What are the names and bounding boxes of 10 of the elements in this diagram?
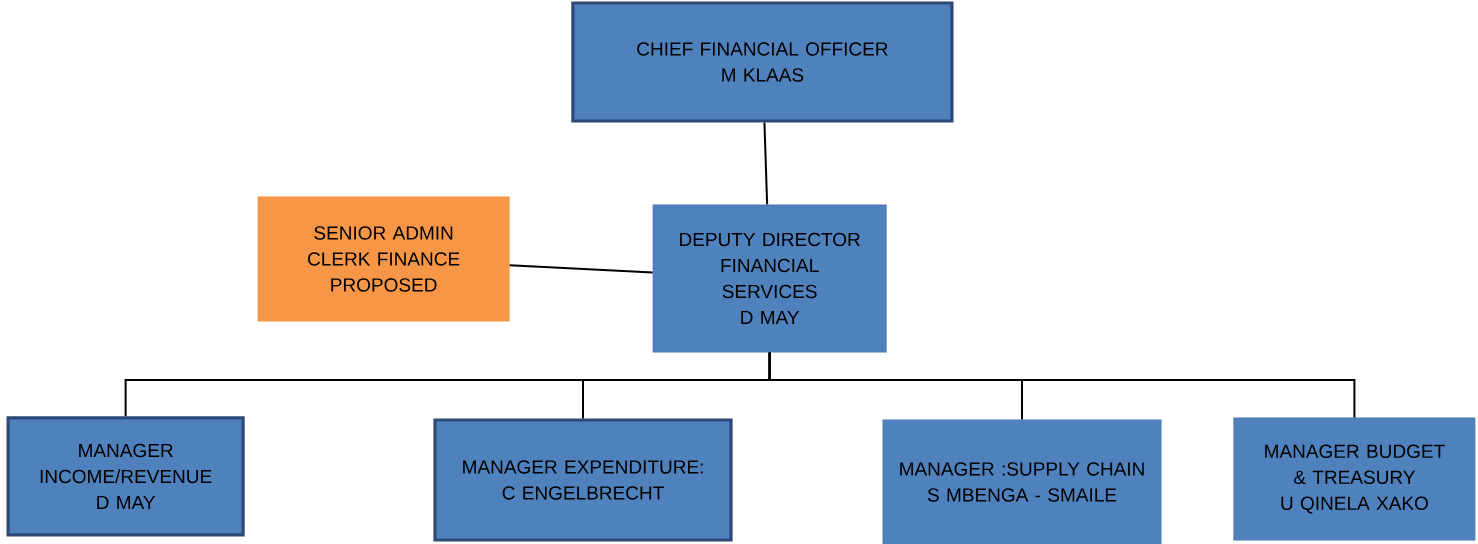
org-box: MANAGER EXPENDITURE: C ENGELBRECHT — [433, 418, 733, 542]
org-box: DEPUTY DIRECTOR FINANCIAL SERVICES D MAY — [652, 204, 887, 353]
connector-line — [508, 264, 654, 274]
org-box: MANAGER INCOME/REVENUE D MAY — [6, 416, 245, 537]
org-box: CHIEF FINANCIAL OFFICER M KLAAS — [571, 1, 954, 123]
org-box: MANAGER :SUPPLY CHAIN S MBENGA - SMAILE — [882, 419, 1162, 544]
org-box: MANAGER BUDGET & TREASURY U QINELA XAKO — [1233, 417, 1476, 541]
connector-line — [768, 351, 1356, 419]
connector-line — [763, 121, 769, 206]
org-box: SENIOR ADMIN CLERK FINANCE PROPOSED — [257, 196, 510, 322]
